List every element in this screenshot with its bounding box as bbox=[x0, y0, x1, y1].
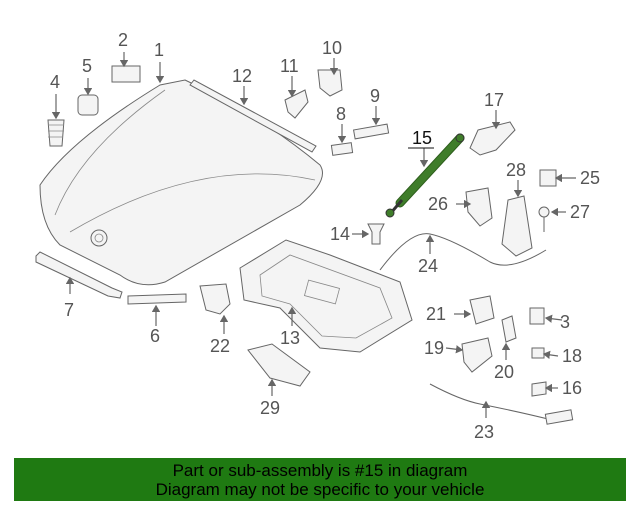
part-19-bracket[interactable] bbox=[461, 337, 493, 373]
hood-emblem bbox=[90, 229, 108, 247]
part-28-lock-bracket[interactable] bbox=[501, 195, 533, 257]
callout-19[interactable]: 19 bbox=[424, 338, 444, 358]
callout-28[interactable]: 28 bbox=[506, 160, 526, 180]
callout-23[interactable]: 23 bbox=[474, 422, 494, 442]
part-26-bracket[interactable] bbox=[465, 187, 493, 227]
callout-1[interactable]: 1 bbox=[154, 40, 164, 60]
part-23-cable[interactable] bbox=[429, 383, 574, 425]
banner-line-1: Part or sub-assembly is #15 in diagram bbox=[172, 460, 468, 480]
callout-17[interactable]: 17 bbox=[484, 90, 504, 110]
leader-lines bbox=[51, 52, 576, 418]
part-15-gas-strut[interactable] bbox=[385, 133, 465, 218]
part-13-hood-insulator[interactable] bbox=[239, 239, 413, 353]
callout-16[interactable]: 16 bbox=[562, 378, 582, 398]
callout-numbers: 1 2 3 4 5 6 7 8 9 10 11 12 13 14 15 16 1… bbox=[50, 30, 600, 442]
callout-11[interactable]: 11 bbox=[280, 56, 299, 76]
part-5-buffer[interactable] bbox=[77, 94, 99, 116]
callout-26[interactable]: 26 bbox=[428, 194, 448, 214]
banner-line-2: Diagram may not be specific to your vehi… bbox=[155, 479, 485, 499]
callout-15[interactable]: 15 bbox=[412, 128, 432, 148]
callout-2[interactable]: 2 bbox=[118, 30, 128, 50]
part-12-seal-strip[interactable] bbox=[189, 79, 317, 153]
part-8-pad[interactable] bbox=[330, 142, 354, 156]
info-banner: Part or sub-assembly is #15 in diagram D… bbox=[14, 458, 626, 501]
part-16-nut[interactable] bbox=[531, 381, 547, 397]
part-7-hood-seal[interactable] bbox=[35, 251, 123, 299]
part-4-bumper-stop[interactable] bbox=[47, 119, 65, 147]
part-24-release-cable[interactable] bbox=[379, 233, 547, 271]
part-27-bolt[interactable] bbox=[538, 206, 550, 232]
part-17-hinge[interactable] bbox=[469, 121, 516, 156]
callout-22[interactable]: 22 bbox=[210, 336, 230, 356]
part-14-push-clip[interactable] bbox=[367, 223, 385, 245]
callout-4[interactable]: 4 bbox=[50, 72, 60, 92]
callout-5[interactable]: 5 bbox=[82, 56, 92, 76]
part-29-vent-panel[interactable] bbox=[247, 343, 311, 387]
part-11-clip[interactable] bbox=[284, 89, 309, 119]
part-2-bracket[interactable] bbox=[111, 65, 141, 83]
callout-3[interactable]: 3 bbox=[560, 312, 570, 332]
part-22-bracket[interactable] bbox=[199, 283, 231, 315]
callout-20[interactable]: 20 bbox=[494, 362, 514, 382]
callout-9[interactable]: 9 bbox=[370, 86, 380, 106]
part-6-trim-strip[interactable] bbox=[127, 293, 187, 305]
callout-8[interactable]: 8 bbox=[336, 104, 346, 124]
callout-27[interactable]: 27 bbox=[570, 202, 590, 222]
part-10-hinge-bracket[interactable] bbox=[317, 69, 343, 97]
callout-21[interactable]: 21 bbox=[426, 304, 446, 324]
part-20-clip[interactable] bbox=[501, 315, 517, 343]
part-21-latch[interactable] bbox=[469, 295, 495, 325]
callout-29[interactable]: 29 bbox=[260, 398, 280, 418]
exploded-parts-diagram: 1 2 3 4 5 6 7 8 9 10 11 12 13 14 15 16 1… bbox=[35, 30, 600, 442]
part-1-hood[interactable] bbox=[39, 79, 323, 286]
part-25-clip[interactable] bbox=[539, 169, 557, 187]
part-18-bolt[interactable] bbox=[531, 347, 545, 359]
callout-12[interactable]: 12 bbox=[232, 66, 252, 86]
callout-24[interactable]: 24 bbox=[418, 256, 438, 276]
callout-25[interactable]: 25 bbox=[580, 168, 600, 188]
callout-14[interactable]: 14 bbox=[330, 224, 350, 244]
callout-6[interactable]: 6 bbox=[150, 326, 160, 346]
part-3-clip[interactable] bbox=[529, 307, 545, 325]
callout-18[interactable]: 18 bbox=[562, 346, 582, 366]
callout-7[interactable]: 7 bbox=[64, 300, 74, 320]
callout-10[interactable]: 10 bbox=[322, 38, 342, 58]
callout-13[interactable]: 13 bbox=[280, 328, 300, 348]
part-9-pad[interactable] bbox=[352, 123, 390, 140]
